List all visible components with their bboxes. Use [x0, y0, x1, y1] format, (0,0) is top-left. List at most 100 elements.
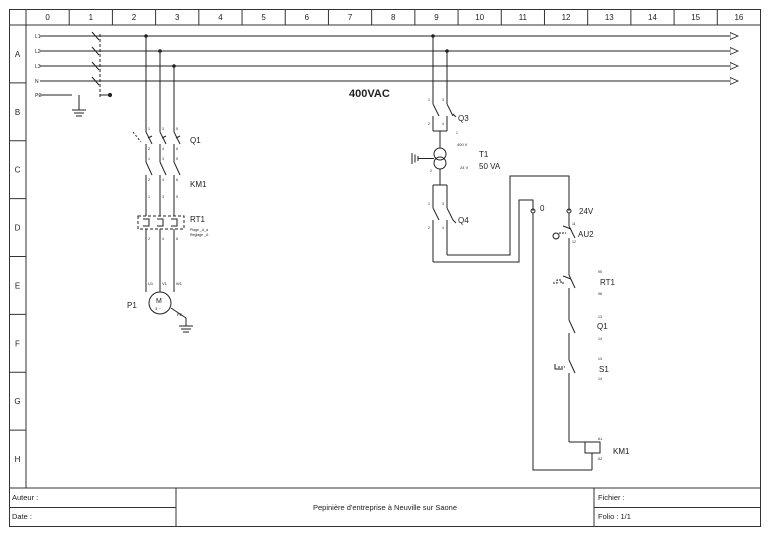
motor-label: P1 — [127, 301, 137, 310]
q1-terminal: 2 — [148, 147, 150, 151]
column-number: 12 — [562, 13, 571, 22]
line-label-n: N — [35, 79, 39, 85]
q3-terminal: 4 — [442, 122, 444, 126]
au2-label: AU2 — [578, 230, 594, 239]
folio-label: Folio : 1/1 — [598, 512, 631, 521]
column-number: 14 — [648, 13, 657, 22]
column-number: 7 — [348, 13, 353, 22]
zero-volt-label: 0 — [540, 204, 545, 213]
q1-ctrl-terminal: 14 — [598, 337, 602, 341]
rt1-ctrl-terminal: 95 — [598, 270, 602, 274]
km1-terminal: 3 — [162, 157, 164, 161]
rt1-ctrl-label: RT1 — [600, 278, 616, 287]
title-block — [9, 488, 761, 527]
q4-terminal: 1 — [428, 202, 430, 206]
motor-symbol: M — [156, 298, 162, 305]
title-block-text: Auteur : Date : Pepinière d'entreprise à… — [12, 493, 631, 521]
km1-terminal: 6 — [176, 178, 178, 182]
au2-terminal: 12 — [572, 240, 576, 244]
motor-terminal-w1: W1 — [176, 281, 183, 286]
file-label: Fichier : — [598, 493, 625, 502]
row-letter: D — [15, 224, 21, 233]
power-circuit — [132, 36, 193, 333]
column-number: 6 — [305, 13, 310, 22]
q1-label: Q1 — [190, 136, 201, 145]
q4-terminal: 3 — [442, 202, 444, 206]
rt1-terminal: 2 — [148, 237, 150, 241]
q4-terminal: 2 — [428, 226, 430, 230]
voltage-label: 400VAC — [349, 88, 390, 100]
km1-label: KM1 — [190, 180, 207, 189]
control-circuit — [532, 213, 601, 471]
rt1-label: RT1 — [190, 215, 206, 224]
q3-label: Q3 — [458, 114, 469, 123]
date-label: Date : — [12, 512, 32, 521]
s1-terminal: 13 — [598, 357, 602, 361]
control-supply-terminals: 1 3 2 4 1 2 1 3 2 4 — [428, 98, 458, 230]
power-terminal-labels: 1 3 5 2 4 6 1 3 5 2 4 6 1 3 5 2 4 6 — [148, 127, 178, 241]
row-letter: H — [15, 455, 21, 464]
q3-terminal: 2 — [428, 122, 430, 126]
km1-terminal: 2 — [148, 178, 150, 182]
rt1-setting: Réglage _A — [190, 233, 209, 237]
control-supply-labels: Q3 T1 50 VA 400 V 24 V Q4 0 24V — [457, 114, 594, 225]
km1-terminal: 5 — [176, 157, 178, 161]
t1-terminal: 1 — [456, 131, 458, 135]
s1-terminal: 14 — [598, 377, 602, 381]
column-number: 4 — [218, 13, 223, 22]
q1-terminal: 6 — [176, 147, 178, 151]
t1-secondary: 24 V — [460, 165, 469, 170]
row-letter: E — [15, 281, 20, 290]
power-labels: Q1 KM1 RT1 Plage _A_a Réglage _A P1 M 3 … — [127, 136, 209, 317]
km1-coil-terminal: A1 — [598, 437, 602, 441]
line-label-l3: L3 — [35, 64, 41, 70]
km1-coil-label: KM1 — [613, 447, 630, 456]
motor-phase: 3 ~ — [155, 306, 161, 311]
km1-terminal: 1 — [148, 157, 150, 161]
row-letter: B — [15, 108, 20, 117]
column-number: 11 — [519, 13, 528, 22]
column-number: 0 — [45, 13, 50, 22]
t1-primary: 400 V — [457, 142, 468, 147]
rt1-terminal: 3 — [162, 195, 164, 199]
rt1-terminal: 6 — [176, 237, 178, 241]
project-title: Pepinière d'entreprise à Neuville sur Sa… — [313, 503, 457, 512]
t1-rating: 50 VA — [479, 162, 501, 171]
q1-terminal: 1 — [148, 127, 150, 131]
q3-terminal: 3 — [442, 98, 444, 102]
column-number: 2 — [132, 13, 137, 22]
q1-terminal: 5 — [176, 127, 178, 131]
q4-label: Q4 — [458, 216, 469, 225]
control-supply — [411, 36, 572, 263]
row-header: A B C D E F G H — [9, 50, 26, 464]
t1-terminal: 2 — [430, 169, 432, 173]
column-number: 1 — [89, 13, 94, 22]
column-number: 16 — [734, 13, 743, 22]
motor-terminal-u1: U1 — [148, 281, 154, 286]
q1-terminal: 4 — [162, 147, 164, 151]
q1-ctrl-terminal: 13 — [598, 315, 602, 319]
column-number: 10 — [475, 13, 484, 22]
q4-terminal: 4 — [442, 226, 444, 230]
motor-terminal-v1: V1 — [162, 281, 168, 286]
row-letter: F — [15, 339, 20, 348]
motor-pe-label: PE — [177, 312, 183, 317]
v24-label: 24V — [579, 207, 594, 216]
s1-label: S1 — [599, 365, 609, 374]
row-letter: C — [15, 166, 21, 175]
author-label: Auteur : — [12, 493, 38, 502]
control-labels: AU2 RT1 Q1 S1 KM1 — [578, 230, 630, 456]
supply-labels: L1 L2 L3 N PE — [35, 34, 42, 99]
row-letter: A — [15, 50, 21, 59]
q1-ctrl-label: Q1 — [597, 322, 608, 331]
sheet-frame — [9, 9, 761, 527]
rt1-ctrl-terminal: 96 — [598, 292, 602, 296]
rt1-terminal: 1 — [148, 195, 150, 199]
row-letter: G — [14, 397, 20, 406]
km1-coil-terminal: A2 — [598, 457, 602, 461]
column-number: 5 — [261, 13, 266, 22]
q3-terminal: 1 — [428, 98, 430, 102]
km1-terminal: 4 — [162, 178, 164, 182]
